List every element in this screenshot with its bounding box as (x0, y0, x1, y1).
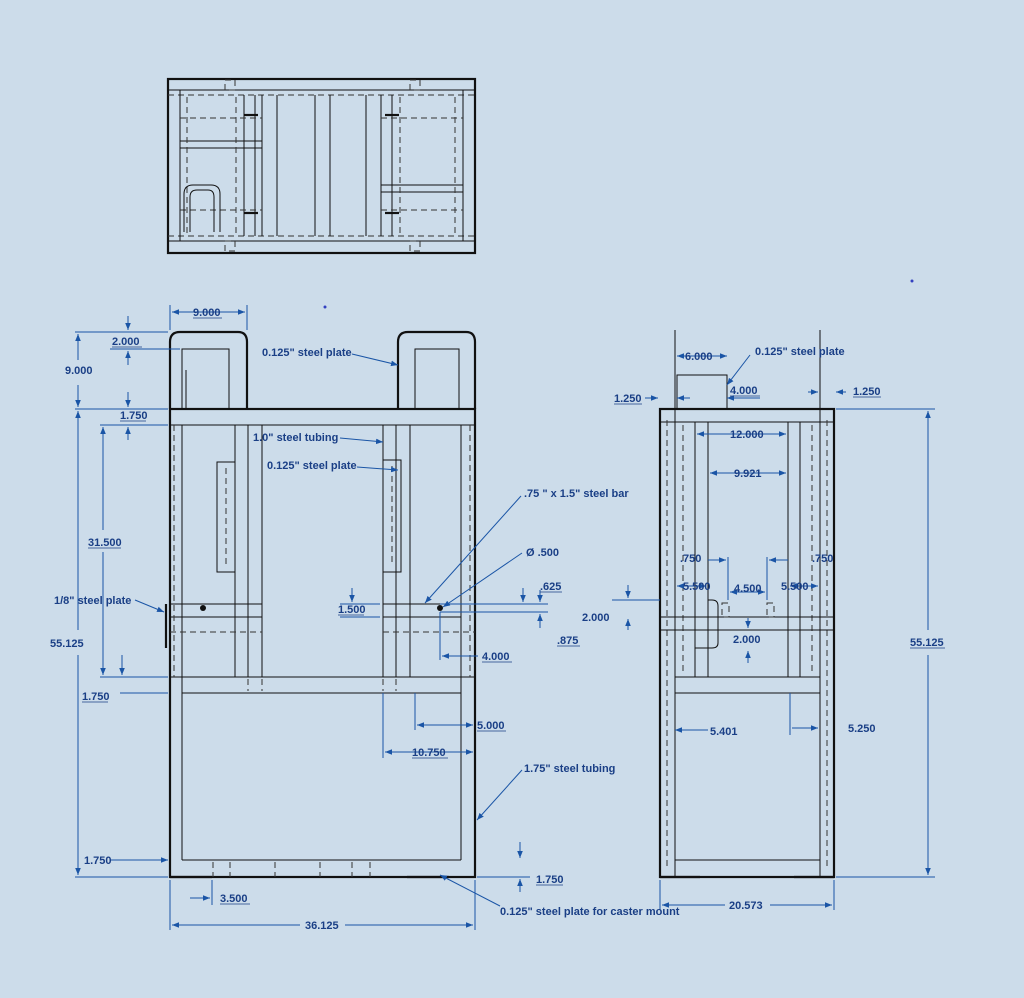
side-dim-20573: 20.573 (729, 900, 763, 912)
dim-36125: 36.125 (305, 920, 339, 932)
dim-31500: 31.500 (88, 537, 122, 549)
side-dim-5250: 5.250 (848, 723, 876, 735)
dim-1750-bottom-left: 1.750 (84, 855, 112, 867)
speck-dot (323, 305, 327, 309)
side-dim-750-right: .750 (812, 553, 833, 565)
dim-5000: 5.000 (477, 720, 505, 732)
callout-steel-bar: .75 " x 1.5" steel bar (524, 488, 629, 500)
callout-side-steel-plate: 0.125" steel plate (755, 346, 845, 358)
side-dim-4500: 4.500 (734, 583, 762, 595)
right-handle-plate (396, 330, 477, 409)
dim-3500: 3.500 (220, 893, 248, 905)
callout-steel-plate-mid: 0.125" steel plate (267, 460, 357, 472)
side-dim-1250-left: 1.250 (614, 393, 642, 405)
dim-9000-side: 9.000 (65, 365, 93, 377)
side-frame-outline (658, 407, 836, 879)
callout-steel-plate-eighth: 1/8" steel plate (54, 595, 131, 607)
dim-1500: 1.500 (338, 604, 366, 616)
callout-steel-plate-top: 0.125" steel plate (262, 347, 352, 359)
dim-1750-bottom-right: 1.750 (536, 874, 564, 886)
dim-9000-top: 9.000 (193, 307, 221, 319)
side-dim-6000: 6.000 (685, 351, 713, 363)
dim-2000-top: 2.000 (112, 336, 140, 348)
dim-875: .875 (557, 635, 578, 647)
side-dim-5401: 5.401 (710, 726, 738, 738)
callout-steel-tubing-175: 1.75" steel tubing (524, 763, 615, 775)
side-dim-5500-left: 5.500 (683, 581, 711, 593)
speck-dot (910, 279, 914, 283)
top-view (166, 77, 477, 255)
callout-steel-tubing-1: 1.0" steel tubing (253, 432, 338, 444)
side-dim-4000: 4.000 (730, 385, 758, 397)
side-dim-55125: 55.125 (910, 637, 944, 649)
callout-caster-plate: 0.125" steel plate for caster mount (500, 906, 680, 918)
dim-625: .625 (540, 581, 561, 593)
dim-1750-top: 1.750 (120, 410, 148, 422)
side-dim-12000: 12.000 (730, 429, 764, 441)
side-view (658, 330, 836, 879)
top-view-outline (166, 77, 477, 255)
dim-55125-left: 55.125 (50, 638, 84, 650)
side-dim-750-left: .750 (680, 553, 701, 565)
dim-1750-left-mid: 1.750 (82, 691, 110, 703)
side-dim-2000-center: 2.000 (733, 634, 761, 646)
front-frame-outline (168, 407, 477, 879)
dim-4000-front: 4.000 (482, 651, 510, 663)
dimension-labels: 9.000 2.000 9.000 1.750 31.500 55.125 1.… (50, 307, 945, 932)
side-dim-2000-left: 2.000 (582, 612, 610, 624)
side-dim-1250-right: 1.250 (853, 386, 881, 398)
left-handle-plate (168, 330, 249, 409)
side-dim-5500-right: 5.500 (781, 581, 809, 593)
callout-labels: 0.125" steel plate 1.0" steel tubing 0.1… (54, 346, 845, 918)
dimension-lines (75, 305, 935, 930)
side-dim-9921: 9.921 (734, 468, 762, 480)
dim-10750: 10.750 (412, 747, 446, 759)
front-view (164, 330, 477, 879)
callout-leaders (134, 353, 751, 907)
dim-diameter-500: Ø .500 (526, 547, 559, 559)
